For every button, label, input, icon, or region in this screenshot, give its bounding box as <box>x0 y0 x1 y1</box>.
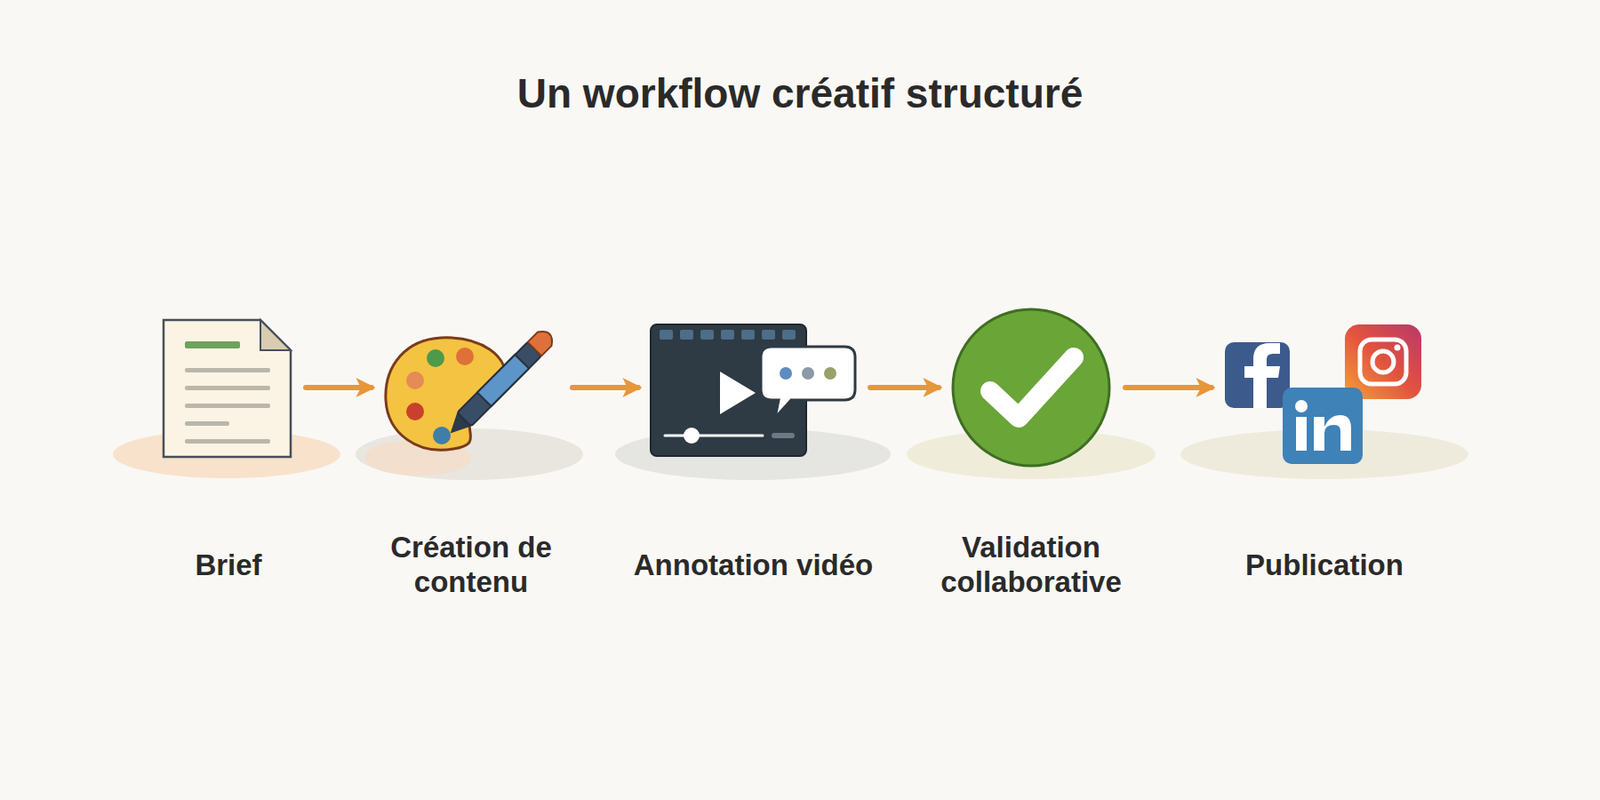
video-icon <box>650 324 856 456</box>
video-icon-part <box>720 371 756 415</box>
document-icon-part <box>184 421 230 426</box>
social-icons-part <box>1344 324 1422 400</box>
social-icons-part <box>1394 344 1401 352</box>
social-icons-part <box>1244 343 1280 408</box>
video-icon-part <box>683 427 700 444</box>
document-icon-part <box>184 341 240 349</box>
video-icon-part-part <box>700 329 714 340</box>
check-icon-part <box>952 309 1110 466</box>
flow-arrow <box>1125 384 1212 391</box>
step-label: Publication <box>1200 548 1449 584</box>
palette-icon-part <box>406 371 424 390</box>
video-icon-part <box>664 434 763 438</box>
step-label: Brief <box>104 548 353 584</box>
palette-icon-part <box>443 327 557 440</box>
social-icons-part <box>1224 342 1290 408</box>
check-icon <box>952 309 1110 466</box>
social-icons-part <box>1372 351 1394 373</box>
document-icon-part <box>184 368 271 373</box>
flow-arrow <box>572 384 639 391</box>
social-icons-part <box>1324 415 1352 451</box>
video-icon-part <box>824 367 837 380</box>
video-icon-part-part <box>720 329 735 340</box>
document-icon <box>163 320 291 457</box>
social-icons-part <box>1360 339 1407 384</box>
flow-arrow <box>305 384 372 391</box>
social-icons-part <box>1295 400 1308 413</box>
video-icon-part <box>659 329 796 340</box>
video-icon-part-part <box>659 329 673 340</box>
social-icons <box>1224 324 1422 464</box>
video-icon-part <box>771 432 795 439</box>
video-icon-part-part <box>741 329 755 340</box>
video-icon-part <box>779 367 792 380</box>
palette-icon-part-part <box>477 354 529 407</box>
document-icon-part <box>184 385 271 391</box>
workflow-step: Création de contenu <box>382 316 560 459</box>
step-label: Validation collaborative <box>906 530 1156 600</box>
diagram-title: Un workflow créatif structuré <box>0 69 1600 118</box>
document-icon-part <box>260 320 291 351</box>
video-icon-part <box>760 346 856 418</box>
document-icon-part <box>184 439 271 444</box>
social-icons-part <box>1282 387 1363 464</box>
check-icon-part <box>990 357 1074 418</box>
document-icon-part <box>163 320 291 457</box>
workflow-step: Annotation vidéo <box>648 316 858 459</box>
workflow-step: Brief <box>163 316 294 459</box>
document-icon-part <box>184 403 271 408</box>
step-label: Création de contenu <box>346 530 596 600</box>
video-icon-part-part <box>782 329 796 340</box>
palette-icon-part <box>456 347 474 366</box>
palette-icon-part <box>432 426 451 445</box>
palette-icon <box>385 327 557 450</box>
palette-icon-part <box>406 402 424 421</box>
palette-icon-part <box>426 349 445 368</box>
palette-icon-part-part <box>528 327 558 357</box>
step-label: Annotation vidéo <box>629 548 879 584</box>
video-icon-part-part <box>680 329 694 340</box>
social-icons-part <box>1313 416 1325 451</box>
video-icon-part <box>801 367 815 380</box>
flow-arrow <box>870 384 939 391</box>
palette-icon-part-part <box>456 342 542 427</box>
workflow-step: Validation collaborative <box>949 316 1113 459</box>
workflow-step: Publication <box>1222 316 1427 459</box>
social-icons-part <box>1296 416 1307 451</box>
video-icon-part-part <box>761 329 776 340</box>
